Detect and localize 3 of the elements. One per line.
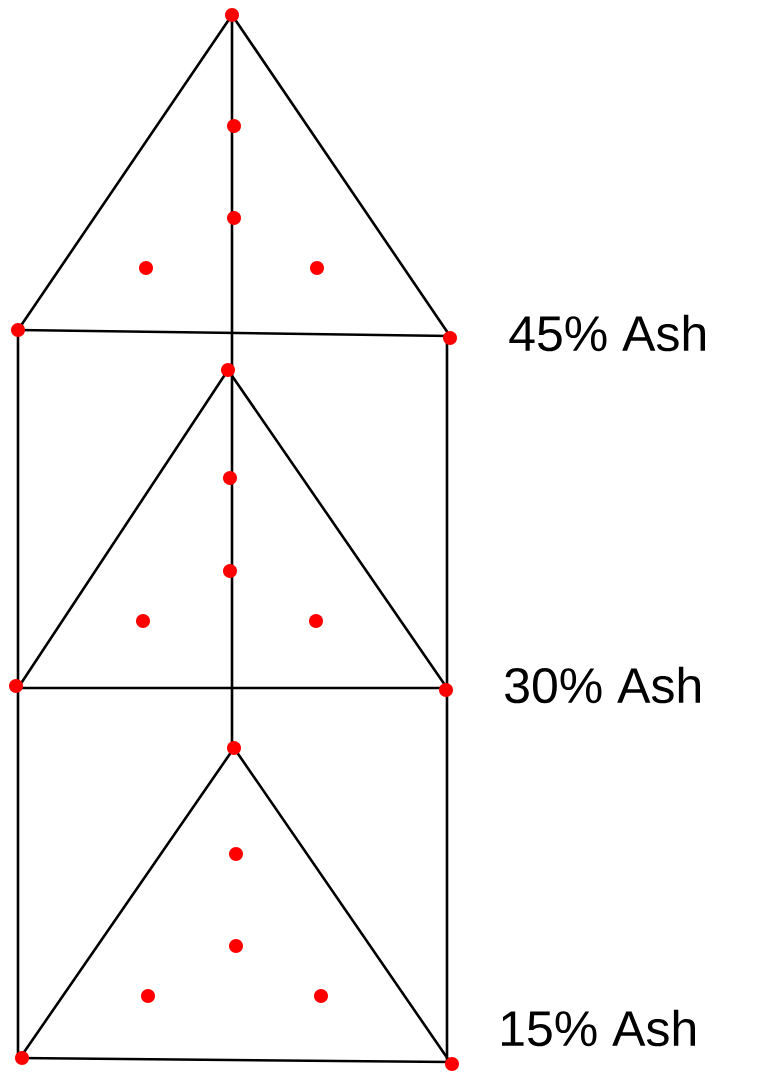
ash-content-label: 15% Ash: [502, 1009, 695, 1047]
ash-content-label: 45% Ash: [509, 314, 705, 352]
ash-content-label: 30% Ash: [505, 666, 700, 704]
